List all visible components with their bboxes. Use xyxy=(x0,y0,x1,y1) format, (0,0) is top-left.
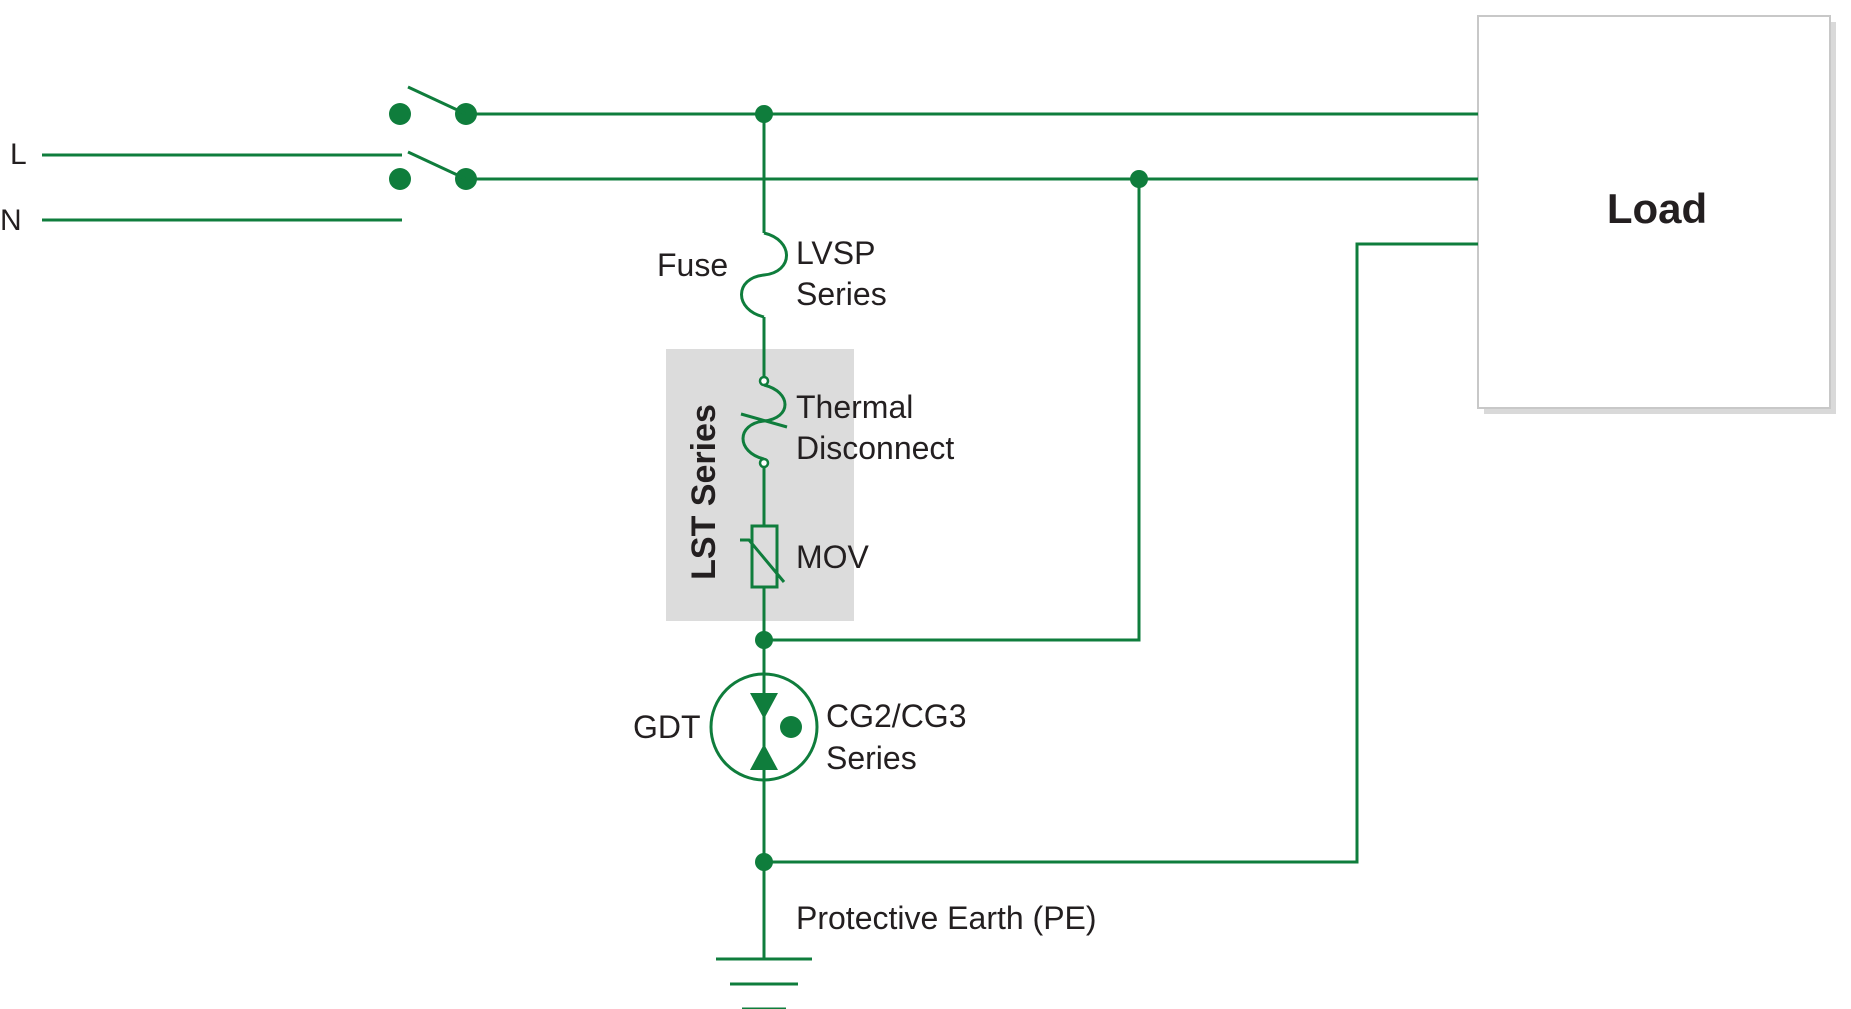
lst-module-box xyxy=(666,349,854,621)
cg-label-line2: Series xyxy=(826,740,917,776)
pe-label: Protective Earth (PE) xyxy=(796,900,1097,936)
lvsp-label-line2: Series xyxy=(796,276,887,312)
mov-to-neutral-wire xyxy=(764,179,1141,642)
gdt-label: GDT xyxy=(633,709,701,745)
pe-to-load-wire xyxy=(764,242,1478,864)
mov-label: MOV xyxy=(796,539,870,575)
fuse-symbol xyxy=(740,231,788,319)
fuse-label: Fuse xyxy=(657,247,728,283)
line-label: L xyxy=(10,138,27,171)
thermal-label-line1: Thermal xyxy=(796,389,913,425)
neutral-switch xyxy=(389,150,477,190)
earth-ground-icon xyxy=(716,957,812,1009)
cg-label-line1: CG2/CG3 xyxy=(826,698,966,734)
thermal-label-line2: Disconnect xyxy=(796,430,954,466)
load-label: Load xyxy=(1607,185,1707,232)
neutral-label: N xyxy=(0,204,22,237)
lvsp-label-line1: LVSP xyxy=(796,235,875,271)
load-box xyxy=(1477,15,1836,414)
line-switch xyxy=(389,85,477,125)
gdt-symbol xyxy=(709,672,819,782)
thermal-disconnect-symbol xyxy=(740,375,788,469)
lst-series-label: LST Series xyxy=(685,404,723,580)
